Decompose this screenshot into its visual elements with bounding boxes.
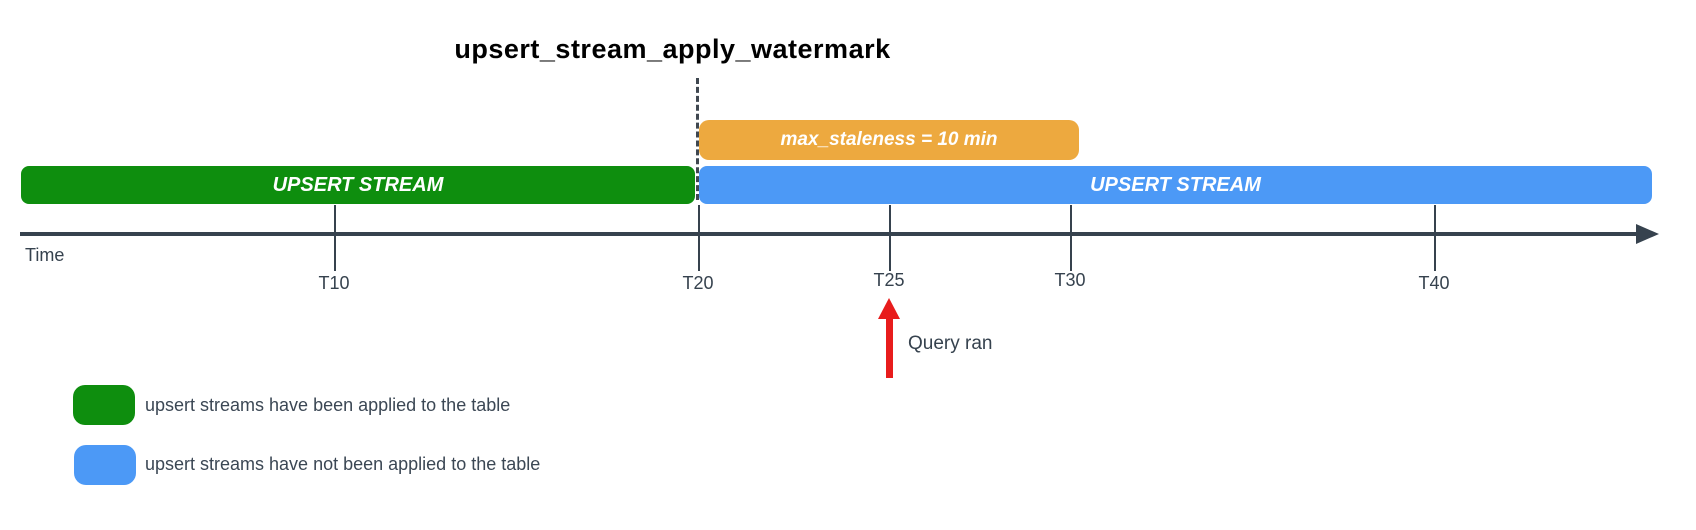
watermark-dashed-line <box>696 78 699 200</box>
max-staleness-bar: max_staleness = 10 min <box>699 120 1079 160</box>
unapplied-upsert-stream-label: UPSERT STREAM <box>1090 173 1261 196</box>
tick-t40 <box>1434 205 1436 271</box>
legend-label-applied: upsert streams have been applied to the … <box>145 395 511 415</box>
applied-upsert-stream-bar: UPSERT STREAM <box>21 166 695 204</box>
query-ran-label: Query ran <box>908 333 993 354</box>
diagram-title: upsert_stream_apply_watermark <box>454 34 891 64</box>
tick-label-t25: T25 <box>873 270 905 290</box>
tick-t25 <box>889 205 891 271</box>
tick-label-t20: T20 <box>682 273 714 293</box>
tick-t30 <box>1070 205 1072 271</box>
tick-t20 <box>698 205 700 271</box>
applied-upsert-stream-label: UPSERT STREAM <box>272 173 444 196</box>
legend-swatch-applied <box>73 385 135 425</box>
tick-label-t40: T40 <box>1418 273 1450 293</box>
time-axis-label: Time <box>25 245 65 265</box>
unapplied-upsert-stream-bar: UPSERT STREAM <box>699 166 1652 204</box>
tick-label-t10: T10 <box>318 273 350 293</box>
time-axis-line <box>20 232 1638 236</box>
time-axis-arrowhead-icon <box>1636 224 1659 244</box>
query-ran-arrow-shaft <box>886 316 893 378</box>
legend-label-not-applied: upsert streams have not been applied to … <box>145 454 541 474</box>
tick-t10 <box>334 205 336 271</box>
legend-swatch-not-applied <box>74 445 136 485</box>
tick-label-t30: T30 <box>1054 270 1086 290</box>
query-ran-arrow-icon <box>878 298 900 319</box>
max-staleness-label: max_staleness = 10 min <box>780 129 998 150</box>
